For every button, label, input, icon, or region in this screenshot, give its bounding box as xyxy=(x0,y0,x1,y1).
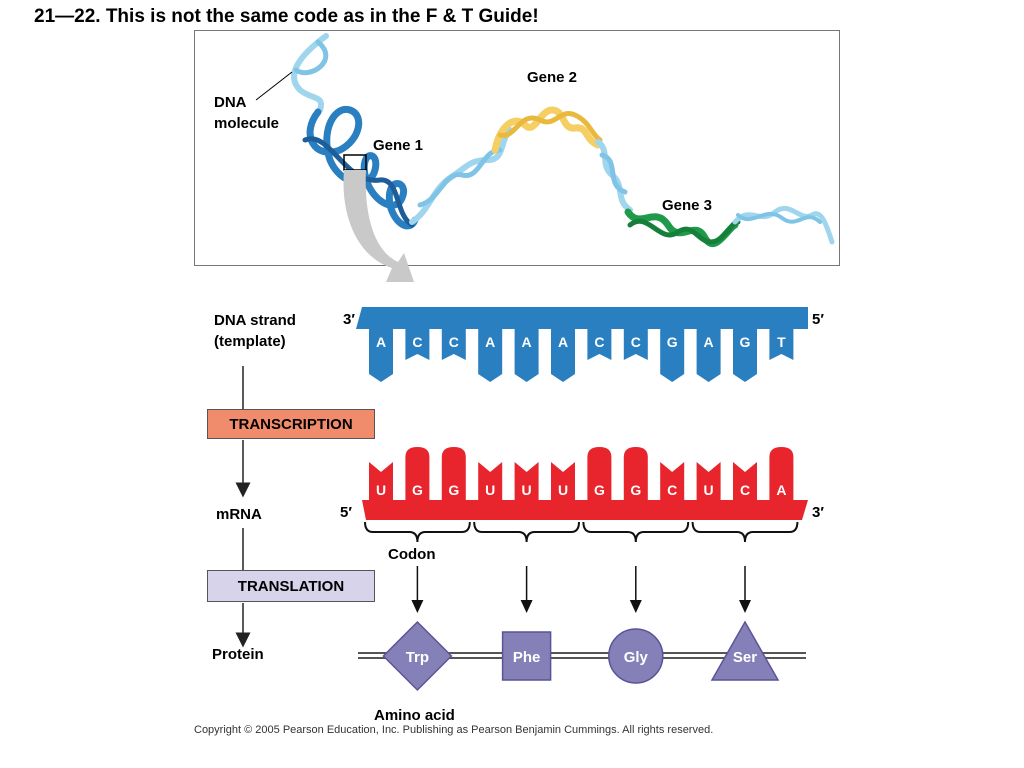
template-base xyxy=(405,329,430,360)
translation-box: TRANSLATION xyxy=(207,570,375,602)
dna-molecule-label: DNA molecule xyxy=(214,92,279,134)
mrna-base-letter: U xyxy=(558,482,568,498)
mrna-base xyxy=(369,462,393,500)
protein-label: Protein xyxy=(212,646,264,663)
mrna-base xyxy=(514,462,539,500)
mrna-base-letter: A xyxy=(776,482,786,498)
dna-helix-top-segment xyxy=(291,33,329,113)
mrna-base-letter: U xyxy=(376,482,386,498)
codon-brace xyxy=(473,521,580,543)
amino-acid-name: Trp xyxy=(406,649,429,666)
mrna-base-letter: U xyxy=(485,482,495,498)
mrna-label: mRNA xyxy=(216,506,262,523)
template-base-letter: C xyxy=(449,334,459,350)
amino-acid-triangle xyxy=(710,620,780,681)
codon-arrow-head xyxy=(411,600,424,613)
gene2-label: Gene 2 xyxy=(527,69,578,86)
template-base xyxy=(514,329,539,382)
copyright-notice: Copyright © 2005 Pearson Education, Inc.… xyxy=(194,724,714,736)
template-base xyxy=(587,329,612,360)
template-base xyxy=(369,329,393,382)
mrna-base-letter: U xyxy=(704,482,714,498)
mrna-base-letter: G xyxy=(448,482,459,498)
template-base xyxy=(623,329,648,360)
mrna-base xyxy=(769,447,794,500)
template-base xyxy=(478,329,503,382)
template-backbone xyxy=(356,307,808,329)
mrna-backbone xyxy=(362,500,808,520)
codon-arrow-head xyxy=(739,600,751,613)
template-base-letter: C xyxy=(631,334,641,350)
template-base-letter: C xyxy=(594,334,604,350)
mrna-base xyxy=(733,462,757,500)
template-base xyxy=(551,329,575,382)
dna-strand-label-line1: DNA strand xyxy=(214,312,296,329)
page-title: 21—22. This is not the same code as in t… xyxy=(34,6,539,27)
amino-acid-label: Amino acid xyxy=(374,707,455,724)
gene1-label: Gene 1 xyxy=(373,137,424,154)
mrna-base-letter: G xyxy=(412,482,423,498)
template-base xyxy=(696,329,721,382)
codon-brace xyxy=(691,521,799,543)
mrna-left-end: 5′ xyxy=(340,504,352,521)
amino-acid-circle xyxy=(608,628,664,684)
mrna-base xyxy=(623,447,648,500)
template-base-letter: C xyxy=(412,334,422,350)
mrna-base xyxy=(441,447,466,500)
codon-arrow-head xyxy=(520,600,533,613)
mrna-base-letter: G xyxy=(594,482,605,498)
dna-strand-label-line2: (template) xyxy=(214,333,286,350)
template-base xyxy=(733,329,757,382)
template-base-letter: G xyxy=(740,334,751,350)
template-base-letter: T xyxy=(777,334,786,350)
template-base-letter: A xyxy=(704,334,714,350)
gene3-label: Gene 3 xyxy=(662,197,713,214)
template-base-letter: G xyxy=(667,334,678,350)
codon-brace xyxy=(364,521,471,543)
amino-acid-name: Gly xyxy=(624,649,649,666)
amino-acid-square xyxy=(501,631,552,681)
mrna-base xyxy=(551,462,575,500)
gene2-helix xyxy=(491,106,602,154)
mrna-base-letter: C xyxy=(667,482,677,498)
mrna-base xyxy=(660,462,685,500)
zoom-arrow xyxy=(343,170,414,282)
mrna-base-letter: G xyxy=(630,482,641,498)
mrna-base xyxy=(696,462,721,500)
codon-brace xyxy=(582,521,690,543)
template-base-letter: A xyxy=(522,334,532,350)
template-left-end: 3′ xyxy=(343,311,355,328)
dna-helix-illustration xyxy=(255,33,835,282)
dna-strand-label: DNA strand (template) xyxy=(214,310,296,352)
mrna-base xyxy=(405,447,430,500)
dna-molecule-label-line2: molecule xyxy=(214,115,280,132)
mrna-base-letter: C xyxy=(740,482,750,498)
template-right-end: 5′ xyxy=(812,311,824,328)
dna-molecule-leader-line xyxy=(255,71,293,101)
mrna-base xyxy=(587,447,612,500)
mrna-base xyxy=(478,462,503,500)
template-base-letter: A xyxy=(485,334,495,350)
template-base xyxy=(660,329,685,382)
template-base xyxy=(769,329,794,360)
amino-acid-diamond xyxy=(382,620,453,692)
amino-acid-name: Phe xyxy=(513,649,541,666)
amino-acid-name: Ser xyxy=(733,649,757,666)
mrna-base-letter: U xyxy=(522,482,532,498)
transcription-box: TRANSCRIPTION xyxy=(207,409,375,439)
mrna-right-end: 3′ xyxy=(812,504,824,521)
codon-arrow-head xyxy=(629,600,642,613)
template-base-letter: A xyxy=(558,334,568,350)
dna-molecule-panel xyxy=(194,30,840,266)
dna-helix-tail-segment xyxy=(732,205,835,245)
dna-molecule-label-line1: DNA xyxy=(214,94,247,111)
template-base-letter: A xyxy=(376,334,386,350)
template-base xyxy=(441,329,466,360)
codon-label: Codon xyxy=(388,546,435,563)
